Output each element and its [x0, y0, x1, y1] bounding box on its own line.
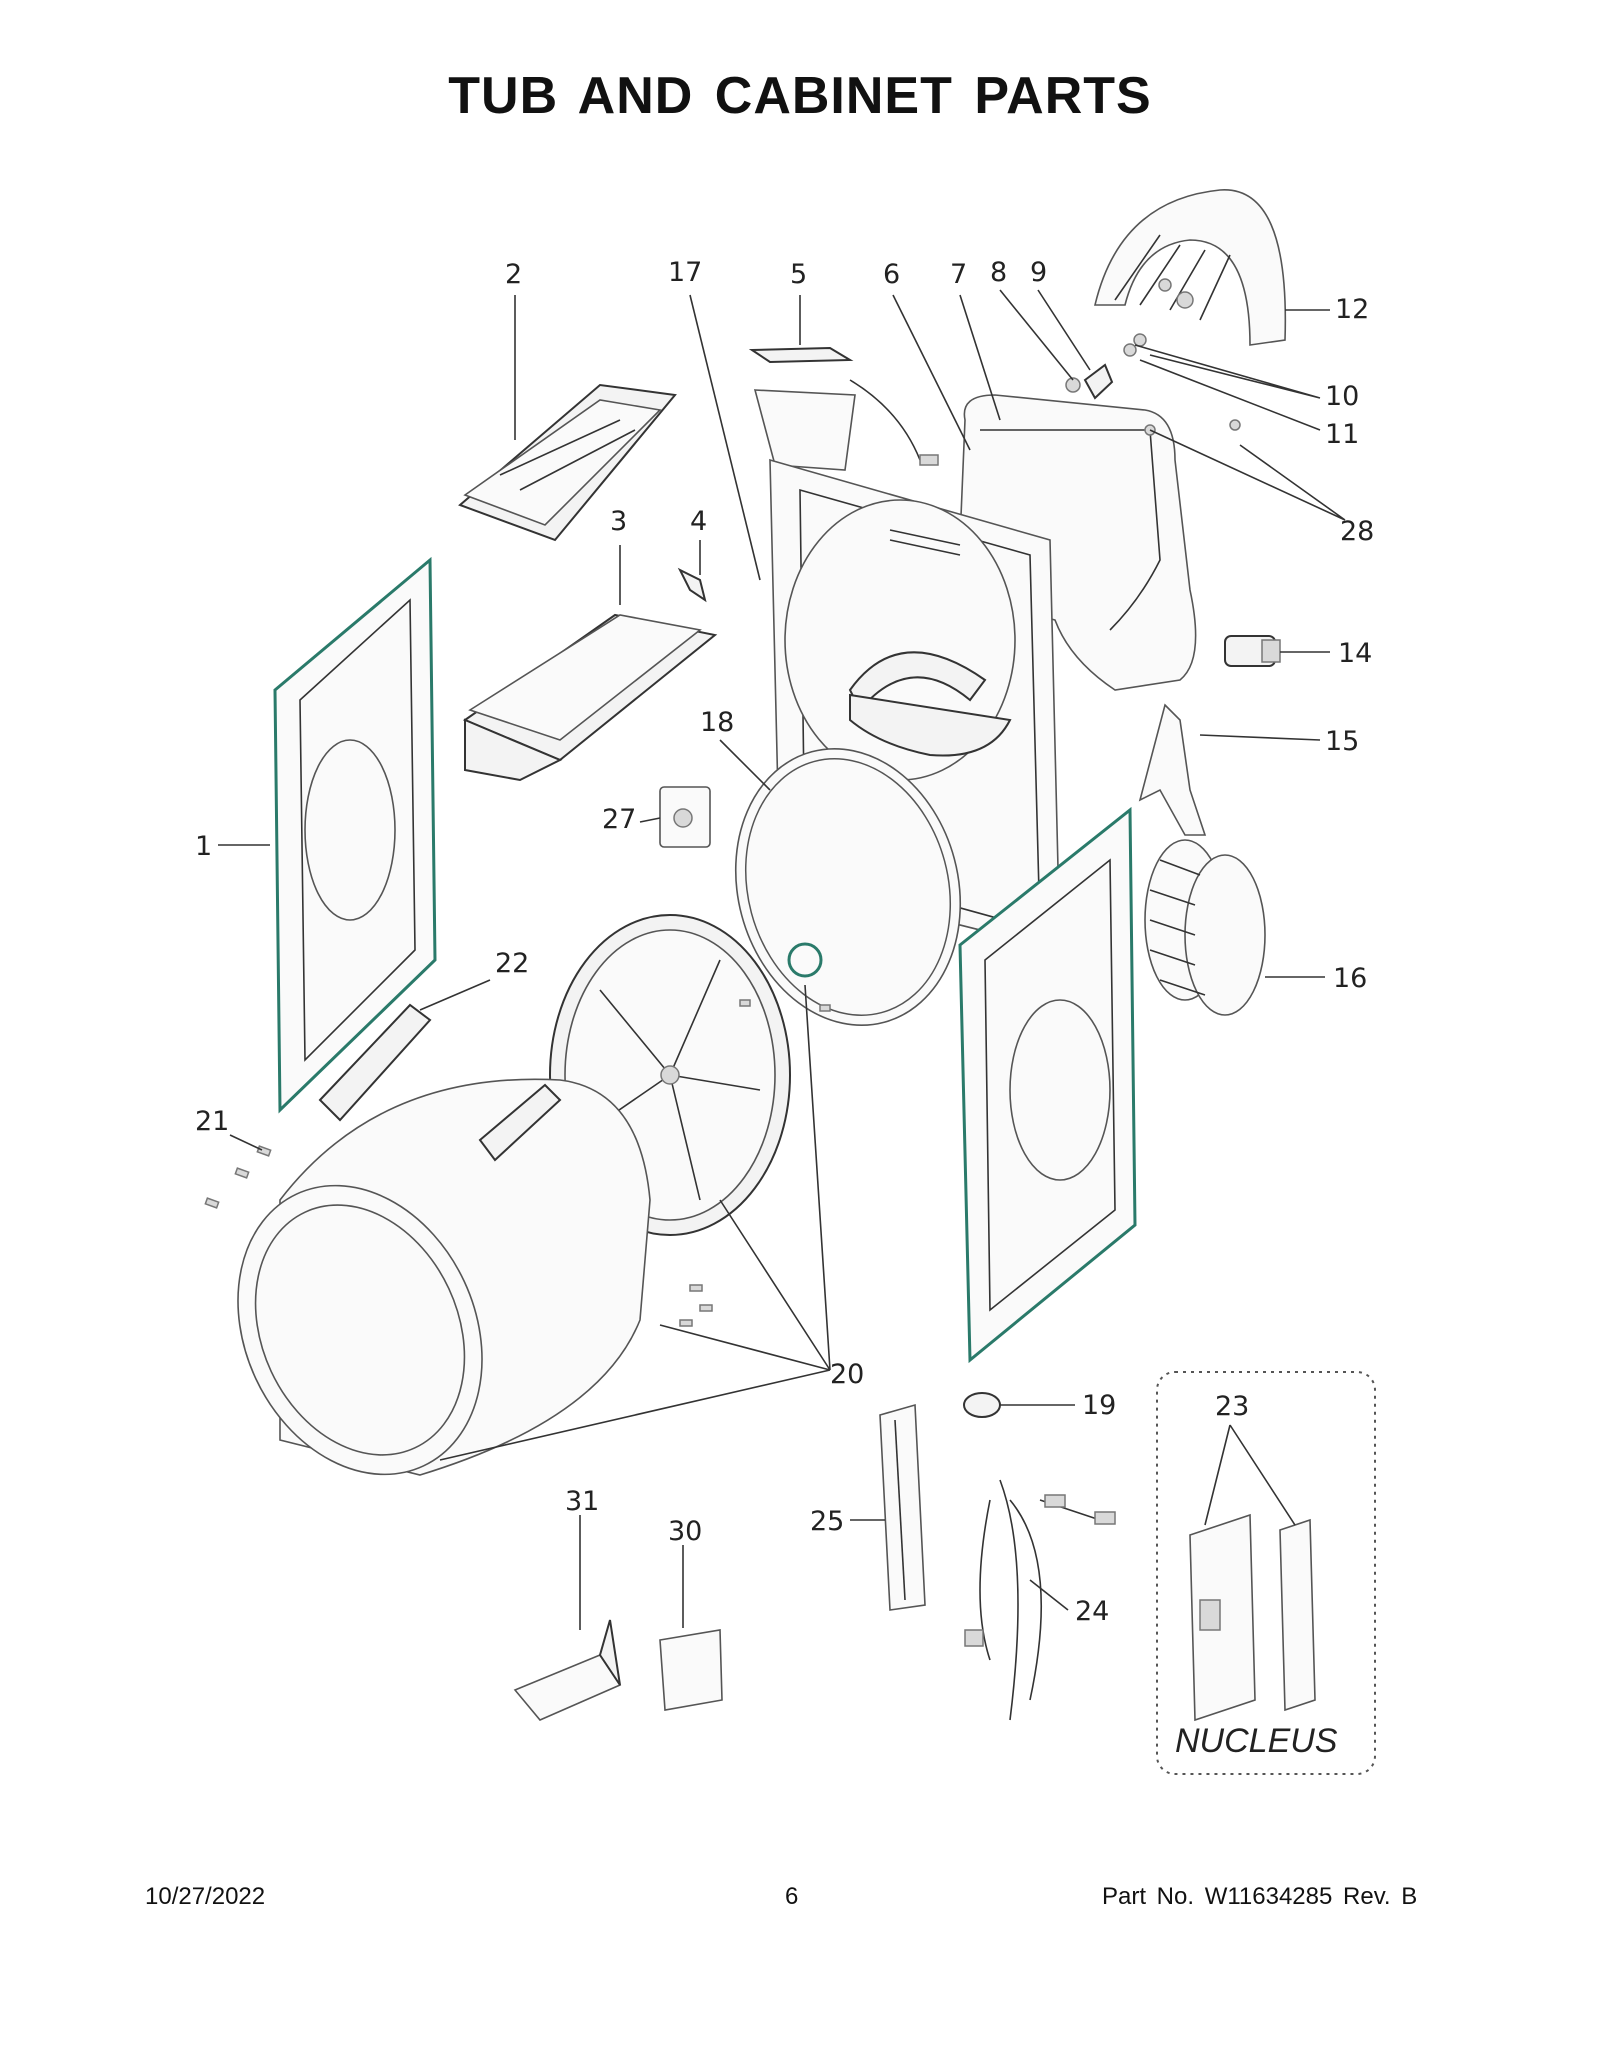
footer-page-number: 6: [785, 1883, 799, 1910]
callout-25: 25: [810, 1506, 844, 1537]
part-12-blower-housing: [1093, 189, 1287, 346]
drum-tub: [237, 1078, 651, 1476]
callout-18: 18: [700, 707, 734, 738]
callout-19: 19: [1082, 1390, 1116, 1421]
callout-17: 17: [668, 257, 702, 288]
nucleus-box: [1156, 1371, 1376, 1775]
part-1-left-side-panel: [273, 556, 437, 1114]
callout-8: 8: [990, 257, 1007, 288]
footer-date: 10/27/2022: [145, 1883, 266, 1910]
callout-20: 20: [830, 1359, 864, 1390]
callout-7: 7: [950, 259, 967, 290]
callout-labels: 1 2 3 4 5 6 7 8 9 10 11 12 14 15 16 17 1…: [195, 257, 1374, 1760]
part-19-clip: [963, 1392, 1001, 1418]
callout-27: 27: [602, 804, 636, 835]
part-15-bracket: [1138, 703, 1207, 836]
callout-9: 9: [1030, 257, 1047, 288]
right-side-panel: [958, 806, 1137, 1364]
part-3-dispenser-housing: [462, 613, 718, 782]
footer-part-number: Part No. W11634285 Rev. B: [1102, 1883, 1418, 1910]
callout-28: 28: [1340, 516, 1374, 547]
callout-30: 30: [668, 1516, 702, 1547]
callout-5: 5: [790, 259, 807, 290]
part-4-clip: [677, 567, 707, 603]
part-18-seal-ring: [734, 748, 962, 1026]
callout-16: 16: [1333, 963, 1367, 994]
leader-lines: [218, 289, 1346, 1630]
callout-11: 11: [1325, 419, 1359, 450]
part-24-wire-harness: [964, 1479, 1116, 1721]
callout-12: 12: [1335, 294, 1369, 325]
callout-2: 2: [505, 259, 522, 290]
part-16-blower-wheel: [1144, 839, 1266, 1016]
callout-10: 10: [1325, 381, 1359, 412]
parts-8-11-fasteners: [1065, 333, 1147, 400]
part-22-baffle: [318, 1003, 432, 1122]
nucleus-label: NUCLEUS: [1175, 1722, 1338, 1760]
callout-3: 3: [610, 506, 627, 537]
callout-24: 24: [1075, 1596, 1109, 1627]
part-5-control-bracket: [748, 346, 939, 471]
callout-31: 31: [565, 1486, 599, 1517]
callout-14: 14: [1338, 638, 1372, 669]
callout-23: 23: [1215, 1391, 1249, 1422]
callout-15: 15: [1325, 726, 1359, 757]
part-31-bracket: [513, 1619, 622, 1721]
callout-6: 6: [883, 259, 900, 290]
part-2-control-console: [458, 383, 677, 542]
part-27-switch-plate: [659, 786, 711, 848]
callout-1: 1: [195, 831, 212, 862]
callout-4: 4: [690, 506, 707, 537]
part-25-rail: [879, 1403, 926, 1611]
part-14-motor: [1224, 635, 1281, 667]
part-30-bracket: [659, 1629, 723, 1711]
page-title: TUB AND CABINET PARTS: [448, 67, 1152, 125]
callout-22: 22: [495, 948, 529, 979]
callout-21: 21: [195, 1106, 229, 1137]
